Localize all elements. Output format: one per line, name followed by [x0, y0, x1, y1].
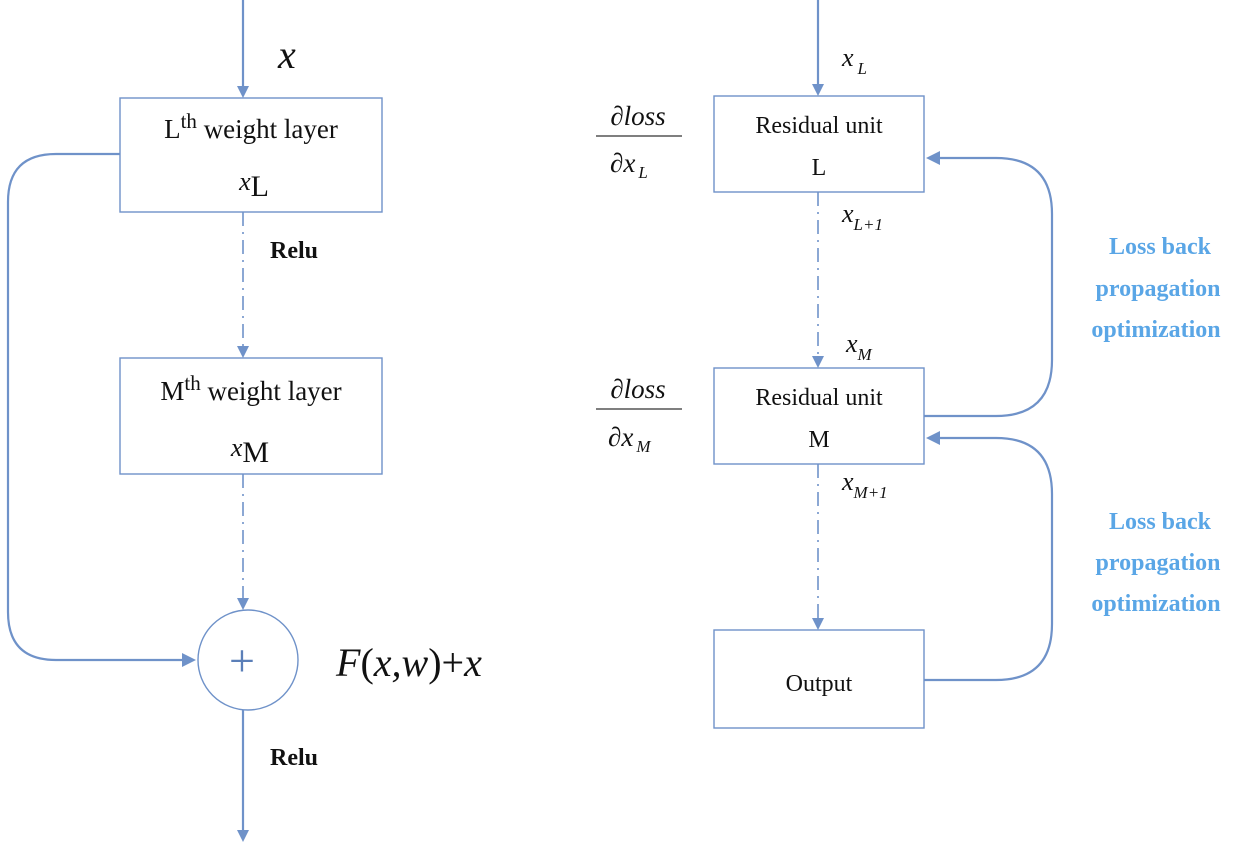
xl1-label: xL+1 [841, 199, 883, 234]
backprop-loop-m-to-l [924, 156, 1054, 418]
xm1-label: xM+1 [841, 467, 888, 502]
relu-top-label: Relu [270, 238, 318, 264]
output-box [713, 629, 925, 729]
lth-weight-layer-label: Lth weight layer [164, 109, 338, 144]
backprop-loop-output-to-m [924, 436, 1054, 682]
unit-m-to-output-arrow-head [812, 618, 824, 630]
lth-weight-layer-var: xL [238, 167, 269, 203]
input-x-label: x [277, 32, 296, 77]
block-output-arrow-head [237, 830, 249, 842]
residual-formula: F(x,w)+x [335, 640, 482, 685]
loss-backprop-label-bottom-line3: optimization [1091, 591, 1220, 617]
residual-unit-m-title: Residual unit [755, 385, 883, 411]
output-label: Output [786, 671, 853, 697]
backprop-loop-output-to-m-arrow-head [926, 431, 940, 445]
xm-label: xM [845, 329, 873, 364]
mth-weight-layer-label: Mth weight layer [160, 371, 341, 406]
mth-weight-layer-box [119, 357, 383, 475]
xl-input-arrow-head [812, 84, 824, 96]
loss-backprop-label-bottom-line2: propagation [1096, 550, 1221, 576]
sum-node [197, 609, 299, 711]
backprop-loop-m-to-l-arrow-head [926, 151, 940, 165]
residual-unit-m-index: M [808, 427, 829, 453]
residual-unit-l-index: L [812, 155, 827, 181]
residual-unit-l-title: Residual unit [755, 113, 883, 139]
plus-icon: + [229, 635, 255, 686]
grad-m-numerator: ∂loss [610, 374, 665, 404]
m-to-sum-arrow-head [237, 598, 249, 610]
input-arrow-head [237, 86, 249, 98]
residual-unit-l-box [713, 95, 925, 193]
residual-unit-m-box [713, 367, 925, 465]
l-to-m-arrow-head [237, 346, 249, 358]
relu-bottom-label: Relu [270, 745, 318, 771]
skip-connection-line [6, 152, 184, 662]
loss-backprop-label-top-line3: optimization [1091, 317, 1220, 343]
grad-l-numerator: ∂loss [610, 101, 665, 131]
left-residual-block: x Lth weight layer xL Relu Mth weight la… [6, 0, 482, 842]
loss-backprop-label-top-line2: propagation [1096, 276, 1221, 302]
loss-backprop-label-top-line1: Loss back [1109, 234, 1212, 260]
lth-weight-layer-box [119, 97, 383, 213]
skip-connection-arrow-head [182, 653, 196, 667]
unit-l-to-m-arrow-head [812, 356, 824, 368]
loss-backprop-label-bottom-line1: Loss back [1109, 509, 1212, 535]
mth-weight-layer-var: xM [230, 433, 269, 469]
